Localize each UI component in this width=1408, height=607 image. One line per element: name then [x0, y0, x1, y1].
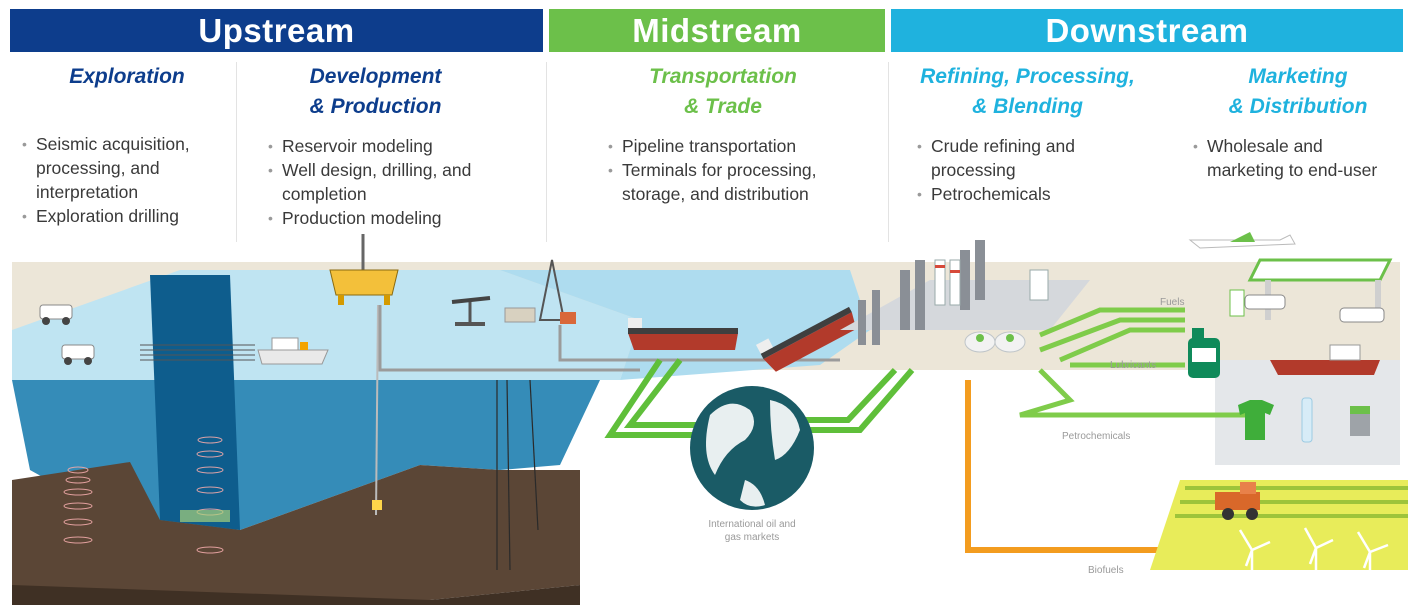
refining-column: Refining, Processing, & Blending Crude r… — [900, 62, 1155, 206]
marketing-bullets: Wholesale and marketing to end-user — [1193, 134, 1403, 182]
bullet-item: Crude refining and processing — [917, 134, 1107, 182]
flow-label-petrochemicals: Petrochemicals — [1062, 431, 1130, 442]
column-divider — [888, 62, 889, 242]
title-line: & Trade — [684, 95, 762, 118]
title-line: & Production — [309, 95, 442, 118]
survey-truck-icon — [39, 304, 73, 325]
lubricant-bottle-icon — [1188, 328, 1220, 378]
pumpjack-icon — [451, 296, 491, 326]
flow-label-biofuels: Biofuels — [1088, 565, 1124, 576]
marketing-title: Marketing & Distribution — [1193, 62, 1403, 122]
title-line: Exploration — [69, 65, 185, 88]
tshirt-icon — [1238, 400, 1274, 440]
bullet-item: Production modeling — [268, 206, 483, 230]
refining-title: Refining, Processing, & Blending — [900, 62, 1155, 122]
bullet-item: Reservoir modeling — [268, 134, 483, 158]
development-production-bullets: Reservoir modeling Well design, drilling… — [268, 134, 483, 230]
seismic-waves — [63, 436, 224, 554]
airplane-icon — [1188, 232, 1296, 249]
title-line: Transportation — [649, 65, 797, 88]
transportation-trade-bullets: Pipeline transportation Terminals for pr… — [608, 134, 838, 206]
subsea-grid — [180, 510, 230, 522]
development-production-title: Development & Production — [268, 62, 483, 122]
oil-tanker-icon — [628, 318, 738, 350]
exploration-column: Exploration Seismic acquisition, process… — [22, 62, 232, 228]
bullet-item: Well design, drilling, and completion — [268, 158, 483, 206]
water-bottle-icon — [1301, 397, 1313, 443]
survey-truck-icon — [61, 344, 95, 365]
column-divider — [546, 62, 547, 242]
transportation-trade-title: Transportation & Trade — [608, 62, 838, 122]
title-line: & Distribution — [1228, 95, 1368, 118]
pipelines — [378, 305, 840, 372]
seabed-edge — [12, 585, 580, 605]
drill-rig-icon — [504, 259, 576, 324]
downstream-header: Downstream — [891, 9, 1403, 52]
transportation-trade-column: Transportation & Trade Pipeline transpor… — [608, 62, 838, 206]
bullet-item: Wholesale and marketing to end-user — [1193, 134, 1403, 182]
crop-field — [1150, 480, 1408, 570]
cargo-ship-icon — [1270, 344, 1380, 375]
seabed — [12, 462, 580, 600]
globe-label: International oil and — [708, 519, 795, 530]
flow-label-fuels: Fuels — [1160, 297, 1184, 308]
flow-label-lubricants: Lubricants — [1110, 360, 1156, 371]
exploration-title: Exploration — [22, 62, 232, 92]
exploration-bullets: Seismic acquisition, processing, and int… — [22, 132, 232, 228]
globe-icon — [690, 386, 814, 510]
bullet-item: Exploration drilling — [22, 204, 232, 228]
globe-label: gas markets — [725, 532, 779, 543]
well-bores — [496, 379, 539, 571]
upstream-header: Upstream — [10, 9, 543, 52]
combine-harvester-icon — [1215, 482, 1260, 520]
title-line: Refining, Processing, — [920, 65, 1135, 88]
seismic-ship-icon — [140, 337, 329, 365]
refinery-icon — [840, 240, 1090, 353]
development-production-column: Development & Production Reservoir model… — [268, 62, 483, 230]
marketing-column: Marketing & Distribution Wholesale and m… — [1193, 62, 1403, 182]
title-line: Development — [309, 65, 442, 88]
wind-turbine-icon — [1238, 527, 1389, 607]
container-icon — [1350, 406, 1370, 436]
trade-flows — [604, 358, 915, 438]
column-divider — [236, 62, 237, 242]
oil-tanker-icon — [755, 306, 857, 372]
offshore-platform-icon — [329, 234, 399, 516]
bullet-item: Pipeline transportation — [608, 134, 838, 158]
title-line: & Blending — [972, 95, 1083, 118]
title-line: Marketing — [1248, 65, 1348, 88]
midstream-header: Midstream — [549, 9, 885, 52]
biofuels-flow — [965, 380, 1210, 553]
sea-depth-shadow — [150, 275, 240, 530]
bullet-item: Petrochemicals — [917, 182, 1107, 206]
value-chain-illustration: International oil and gas markets Fuels … — [12, 232, 1408, 607]
bullet-item: Terminals for processing, storage, and d… — [608, 158, 838, 206]
bullet-item: Seismic acquisition, processing, and int… — [22, 132, 232, 204]
product-flows — [1019, 307, 1250, 418]
refining-bullets: Crude refining and processing Petrochemi… — [917, 134, 1107, 206]
car-icon — [1244, 294, 1385, 323]
